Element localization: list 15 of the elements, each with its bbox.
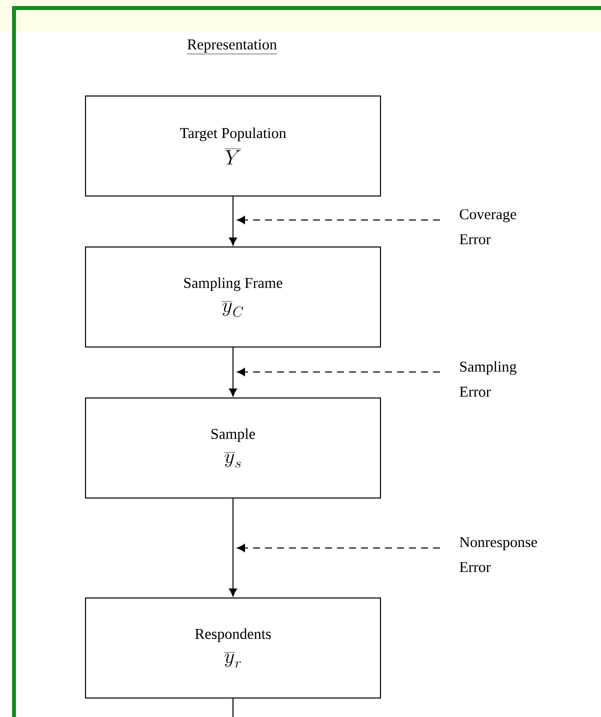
title: Representation [186,39,278,54]
process-box: Sample $\overline{y}_s$ [85,398,381,498]
process-box: Sampling Frame $\overline{y}_C$ [85,246,381,348]
arrow [229,196,237,246]
arrow [229,498,237,596]
process-box: Target Population $\overline{Y}$ [85,96,381,196]
dashed-arrow [237,368,440,376]
line [232,698,234,717]
arrow [229,347,237,396]
error-label: Coverage Error [460,209,516,244]
error-label: Sampling Error [460,361,516,397]
process-box: Respondents $\overline{y}_r$ [85,598,381,698]
dashed-arrow [237,544,440,552]
dashed-arrow [237,216,440,224]
error-label: Nonresponse Error [460,537,537,572]
